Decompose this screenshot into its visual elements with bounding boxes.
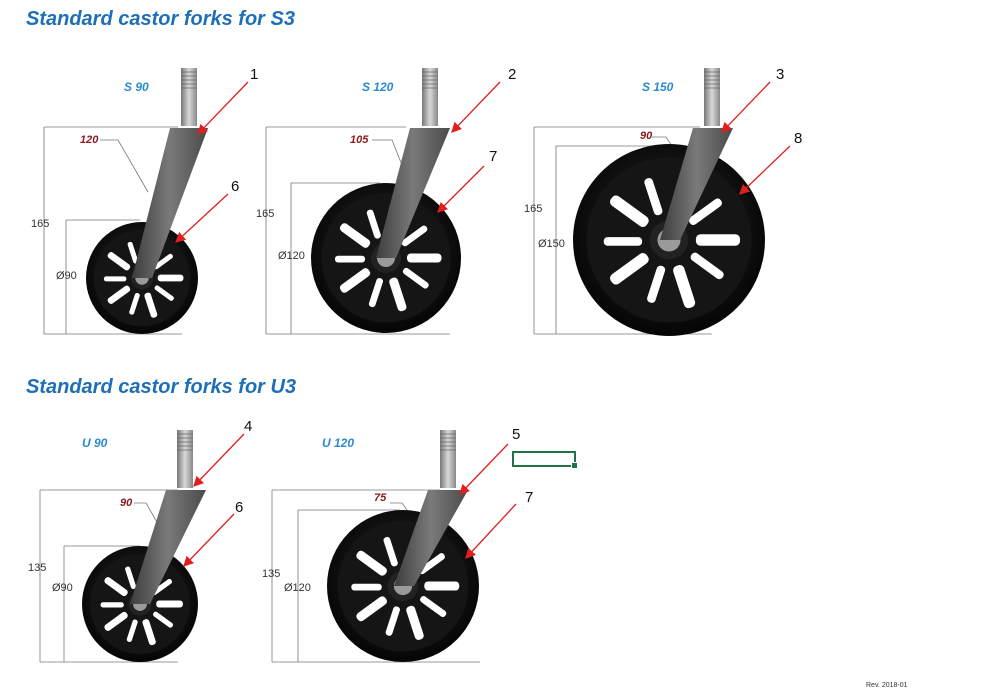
arrow-fork-s150: [721, 81, 771, 133]
fork-s90: [43, 68, 249, 335]
angle-u120: 75: [374, 492, 387, 504]
fork-body-s90: [132, 68, 208, 278]
callout-fork-s90: 1: [250, 66, 259, 83]
section-title-u3: Standard castor forks for U3: [26, 376, 297, 398]
angle-s120: 105: [350, 134, 369, 146]
callout-fork-s150: 3: [776, 66, 785, 83]
diameter-s90: Ø90: [56, 270, 77, 282]
arrow-wheel-u90: [183, 513, 235, 567]
height-u90: 135: [28, 562, 47, 574]
callout-wheel-s90: 6: [231, 178, 240, 195]
fork-s150: [533, 68, 791, 336]
arrow-fork-s120: [451, 81, 501, 133]
arrow-fork-u120: [459, 443, 509, 495]
dimension-lines-u120: [271, 489, 480, 663]
diameter-u90: Ø90: [52, 582, 73, 594]
section-title-s3: Standard castor forks for S3: [26, 8, 295, 30]
selected-cell[interactable]: [512, 451, 578, 469]
height-s90: 165: [31, 218, 50, 230]
diameter-s150: Ø150: [538, 238, 565, 250]
callout-fork-u120: 5: [512, 426, 521, 443]
arrow-wheel-s120: [437, 165, 485, 213]
diameter-s120: Ø120: [278, 250, 305, 262]
dimension-lines-s90: [43, 126, 182, 335]
arrow-wheel-s150: [739, 145, 791, 195]
fork-body-s120: [376, 68, 450, 258]
dimension-lines-s120: [265, 126, 450, 335]
callout-wheel-s120: 7: [489, 148, 498, 165]
fork-u120: [271, 430, 517, 663]
fork-label-u120: U 120: [322, 436, 355, 450]
height-s150: 165: [524, 203, 543, 215]
dimension-lines-u90: [39, 489, 178, 663]
callout-wheel-s150: 8: [794, 130, 803, 147]
fork-label-u90: U 90: [82, 436, 108, 450]
fork-u90: [39, 430, 245, 663]
fork-body-u120: [394, 430, 468, 586]
height-u120: 135: [262, 568, 281, 580]
arrow-fork-s90: [197, 81, 249, 135]
fork-body-u90: [130, 430, 206, 604]
callout-wheel-u120: 7: [525, 489, 534, 506]
arrow-wheel-s90: [175, 193, 229, 243]
callout-wheel-u90: 6: [235, 499, 244, 516]
diameter-u120: Ø120: [284, 582, 311, 594]
callout-fork-s120: 2: [508, 66, 517, 83]
fork-label-s90: S 90: [124, 80, 149, 94]
arrow-wheel-u120: [465, 503, 517, 559]
angle-s150: 90: [640, 130, 653, 142]
revision-note: Rev. 2018-01: [866, 682, 908, 689]
fork-label-s150: S 150: [642, 80, 674, 94]
callout-fork-u90: 4: [244, 418, 253, 435]
fork-body-s150: [660, 68, 733, 240]
fill-handle[interactable]: [571, 462, 578, 469]
fork-s120: [265, 68, 501, 335]
angle-u90: 90: [120, 497, 133, 509]
fork-label-s120: S 120: [362, 80, 394, 94]
angle-s90: 120: [80, 134, 99, 146]
arrow-fork-u90: [193, 433, 245, 487]
height-s120: 165: [256, 208, 275, 220]
